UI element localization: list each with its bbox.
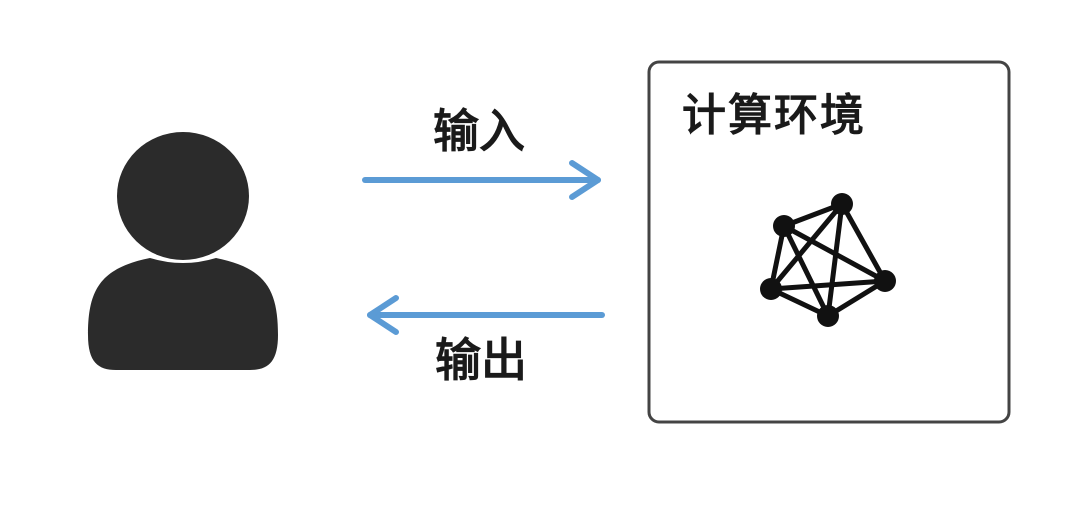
input-arrow-head xyxy=(569,160,601,200)
user-head xyxy=(117,132,249,260)
environment-box xyxy=(647,60,1011,424)
output-arrow-head xyxy=(367,295,399,335)
user-silhouette-icon xyxy=(88,132,278,370)
user-body xyxy=(88,258,278,370)
graph-node xyxy=(760,278,782,300)
graph-node xyxy=(817,305,839,327)
environment-title: 计算环境 xyxy=(682,90,866,141)
graph-node xyxy=(773,215,795,237)
network-graph-icon xyxy=(760,193,896,327)
input-arrow xyxy=(362,160,601,200)
input-label: 输入 xyxy=(433,104,525,158)
graph-node xyxy=(874,270,896,292)
output-label: 输出 xyxy=(435,333,527,387)
output-arrow xyxy=(367,295,605,335)
graph-node xyxy=(831,193,853,215)
